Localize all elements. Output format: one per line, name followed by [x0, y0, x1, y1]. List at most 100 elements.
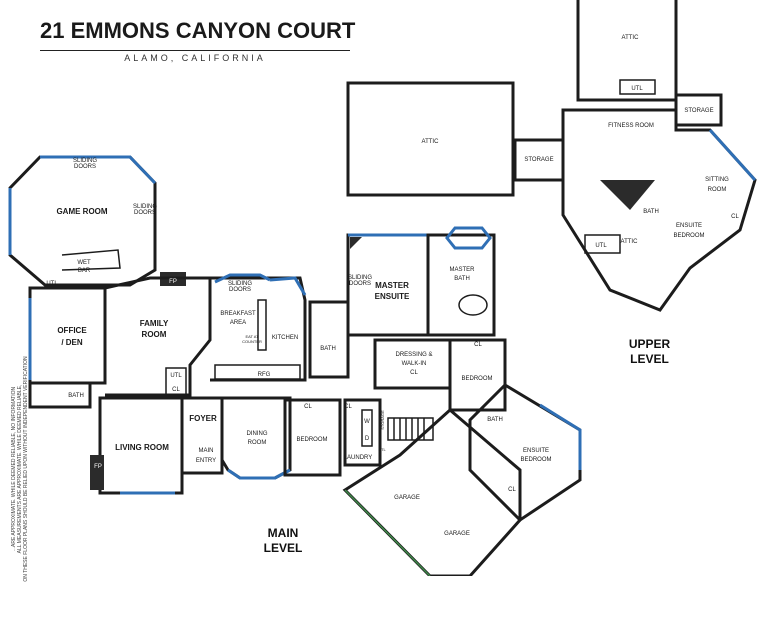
ensuite-bedroom-windows — [539, 403, 582, 470]
upper-level-line2: LEVEL — [630, 352, 669, 366]
label-office: OFFICE — [57, 326, 87, 335]
label-wet: WET — [77, 260, 91, 266]
label-sliding-doors-game-2: DOORS — [74, 164, 96, 170]
label-cl-bedroom-east: CL — [474, 342, 482, 348]
label-bath-upper: BATH — [643, 209, 659, 215]
kitchen-island — [257, 299, 267, 351]
label-rfg: RFG — [258, 372, 271, 378]
master-bath-walls — [426, 233, 496, 337]
label-master-bath-1: MASTER — [449, 267, 475, 273]
label-game-room: GAME ROOM — [56, 207, 107, 216]
label-breakfast-area: AREA — [230, 320, 246, 326]
label-utl-upper-top: UTL — [631, 86, 643, 92]
label-main: MAIN — [199, 448, 214, 454]
label-utl-main: UTL — [46, 281, 58, 287]
bedroom-hall-walls — [283, 398, 342, 477]
label-master: MASTER — [375, 281, 409, 290]
label-laundry: LAUNDRY — [344, 455, 373, 461]
label-sliding-doors-bfast-2: DOORS — [229, 287, 251, 293]
label-utl-family: UTL — [170, 373, 182, 379]
label-garage-1: GARAGE — [394, 495, 420, 501]
label-attic-west: ATTIC — [422, 139, 440, 145]
label-storage-upper-1: STORAGE — [524, 157, 553, 163]
bath-hall-walls — [308, 300, 350, 379]
label-storage-laundry: STORAGE — [380, 410, 385, 430]
label-cl-bedroom-hall: CL — [304, 404, 312, 410]
label-family-room: ROOM — [142, 330, 167, 339]
office-walls — [28, 286, 107, 385]
kitchen-bay-windows — [269, 276, 307, 296]
family-room-walls — [104, 276, 212, 397]
foyer-walls — [180, 396, 224, 475]
label-sitting: SITTING — [705, 177, 729, 183]
label-master-bath-2: BATH — [454, 276, 470, 282]
upper-level-label: UPPER LEVEL — [622, 337, 677, 367]
label-sliding-doors-master-2: DOORS — [349, 281, 371, 287]
utl-upper-lower-box — [584, 234, 621, 254]
label-fp-game: FP — [169, 279, 177, 285]
kitchen-counter — [214, 364, 301, 380]
laundry-walls — [343, 398, 382, 467]
upper-level-line1: UPPER — [628, 337, 671, 351]
label-master-ensuite: ENSUITE — [375, 292, 410, 301]
master-bath-bay — [445, 226, 492, 250]
label-attic-lower: ATTIC — [621, 239, 639, 245]
floor-plan: GAME ROOM SLIDING DOORS SLIDING DOORS WE… — [8, 0, 757, 576]
label-bath-east: BATH — [487, 417, 503, 423]
dining-room-windows — [227, 468, 291, 480]
office-bath-walls — [28, 381, 92, 409]
label-sitting-room: ROOM — [708, 187, 727, 193]
label-sliding-doors-bfast: SLIDING — [228, 281, 252, 287]
label-cl-laundry: CL — [344, 404, 352, 410]
label-sliding-doors-east-2: DOORS — [134, 210, 156, 216]
label-attic-top: ATTIC — [622, 35, 640, 41]
master-ensuite-fp — [350, 237, 362, 249]
fp-living-marker — [90, 455, 104, 490]
label-sliding-doors-game: SLIDING — [73, 158, 97, 164]
label-ensuite-upper: ENSUITE — [676, 223, 702, 229]
label-cl-ensuite: CL — [508, 487, 516, 493]
breakfast-bay-windows — [214, 273, 271, 284]
upper-floor-walls — [561, 108, 757, 312]
label-utl-upper-lower: UTL — [595, 243, 607, 249]
game-room-windows — [40, 155, 157, 185]
dining-room-walls — [220, 396, 292, 480]
label-bedroom-east: BEDROOM — [461, 376, 492, 382]
label-cl-upper: CL — [731, 214, 739, 220]
attic-west-walls — [346, 81, 515, 197]
label-sliding-doors-master: SLIDING — [348, 275, 372, 281]
bedroom-east-walls — [448, 338, 507, 412]
label-family: FAMILY — [140, 319, 169, 328]
label-storage-upper-2: STORAGE — [684, 108, 713, 114]
label-utl-laundry: UTL — [378, 447, 386, 452]
label-walkin: WALK-IN — [402, 361, 427, 367]
label-sliding-doors-east: SLIDING — [133, 204, 157, 210]
main-level-line1: MAIN — [267, 526, 299, 540]
master-tub — [458, 294, 488, 316]
label-bath-hall: BATH — [320, 346, 336, 352]
label-garage-2: GARAGE — [444, 531, 470, 537]
label-entry: ENTRY — [196, 458, 216, 464]
label-bedroom-hall: BEDROOM — [296, 437, 327, 443]
garage-walls — [342, 408, 522, 576]
main-level-label: MAIN LEVEL — [258, 526, 308, 556]
upper-stair-well — [600, 180, 655, 210]
label-ensuite-bedroom: BEDROOM — [520, 457, 551, 463]
wet-bar-counter — [61, 249, 121, 271]
label-walkin-cl: CL — [410, 370, 418, 376]
label-bath-office: BATH — [68, 393, 84, 399]
label-foyer: FOYER — [189, 414, 217, 423]
label-cl-family: CL — [172, 387, 180, 393]
label-breakfast: BREAKFAST — [220, 311, 256, 317]
plan-subtitle: ALAMO, CALIFORNIA — [124, 53, 266, 63]
label-dining-room: ROOM — [248, 440, 267, 446]
attic-top-walls — [576, 0, 678, 102]
kitchen-walls — [210, 276, 307, 382]
label-den: / DEN — [61, 338, 83, 347]
label-w: W — [364, 419, 370, 425]
label-fitness-room: FITNESS ROOM — [608, 123, 654, 129]
label-counter: COUNTER — [242, 339, 262, 344]
label-living-room: LIVING ROOM — [115, 443, 169, 452]
plan-title: 21 EMMONS CANYON COURT — [40, 18, 355, 51]
washer-dryer — [361, 409, 373, 447]
